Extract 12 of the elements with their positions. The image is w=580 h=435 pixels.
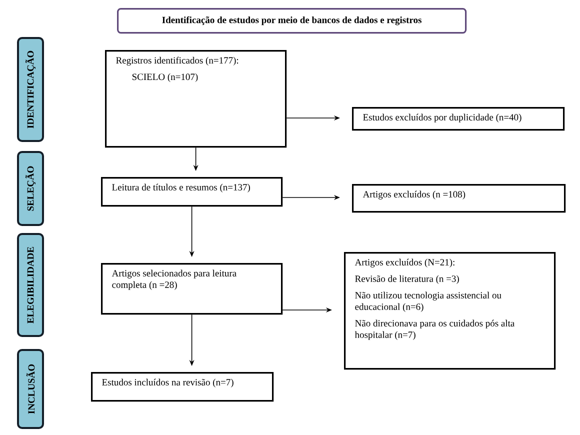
process-box: Artigos selecionados para leitura completa (n =28) <box>101 263 283 315</box>
title-box: Identificação de estudos por meio de bancos de dados e registros <box>117 8 467 34</box>
phase-label: SELEÇÃO <box>17 151 44 226</box>
phase-label: INCLUSÃO <box>17 349 44 429</box>
process-box: Estudos incluídos na revisão (n=7) <box>91 372 274 402</box>
phase-label: ELEGIBILIDADE <box>17 233 44 337</box>
phase-label: IDENTIFICAÇÃO <box>17 37 44 142</box>
process-box: Artigos excluídos (N=21): Revisão de literatura (n =3) Não utilizou tecnologia assistencial ou educacional (n=6) Não direcionava para os cuidados pós alta hospitalar (n=7) <box>344 252 556 370</box>
process-box: Artigos excluídos (n =108) <box>352 184 566 213</box>
process-box: Estudos excluídos por duplicidade (n=40) <box>352 107 565 131</box>
process-box: Leitura de títulos e resumos (n=137) <box>101 177 283 207</box>
process-box: Registros identificados (n=177): SCIELO (n=107) <box>105 50 287 148</box>
